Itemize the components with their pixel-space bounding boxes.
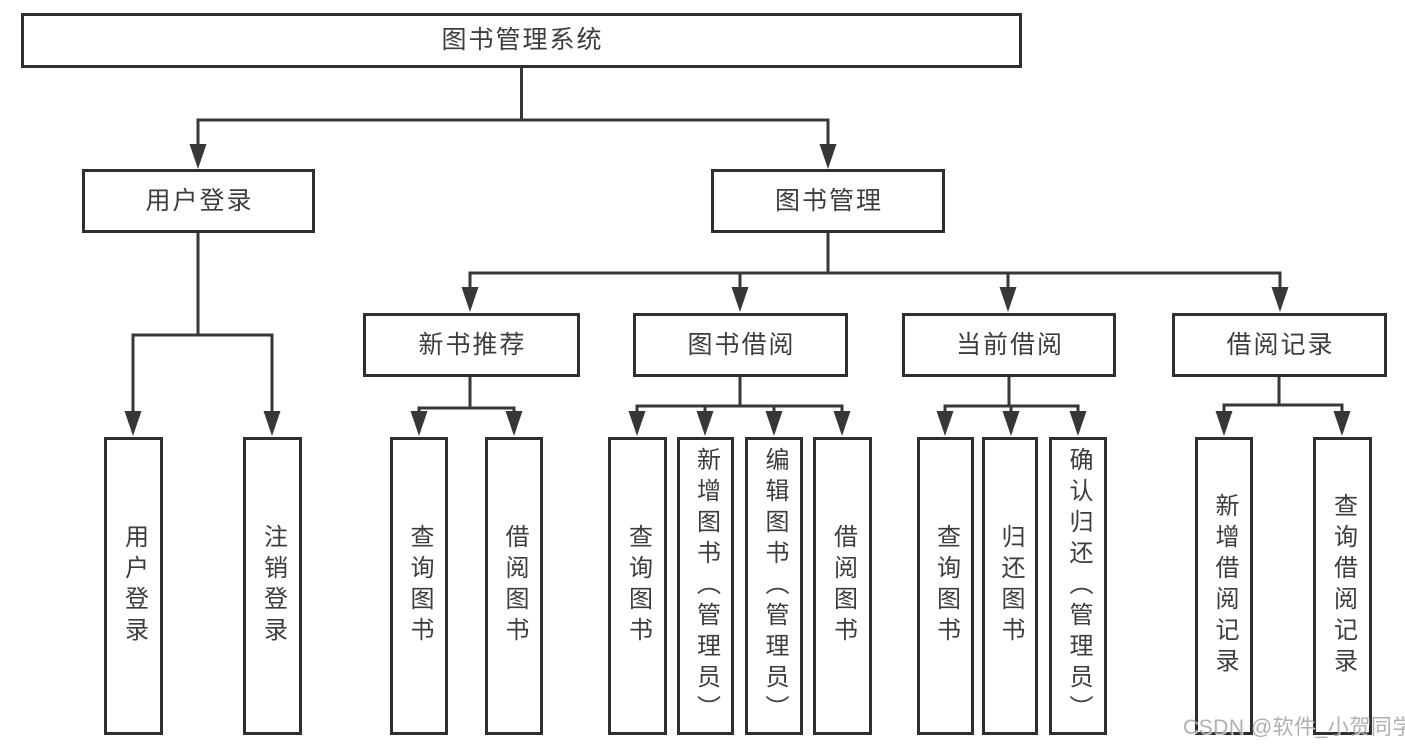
leaf-edit-book-admin: 编辑图书（管理员） [745,437,803,735]
leaf-user-login: 用户登录 [104,437,163,735]
leaf-query-books-recommend: 查询图书 [390,437,448,735]
node-new-book-recommend: 新书推荐 [363,313,580,377]
node-root: 图书管理系统 [21,13,1022,68]
leaf-add-borrow-record: 新增借阅记录 [1195,437,1253,735]
leaf-borrow-books-recommend: 借阅图书 [485,437,543,735]
leaf-query-books-borrowing: 查询图书 [608,437,667,735]
leaf-add-book-admin: 新增图书（管理员） [677,437,734,735]
node-book-borrowing: 图书借阅 [633,313,848,377]
leaf-return-books: 归还图书 [982,437,1038,735]
node-borrowing-records: 借阅记录 [1172,313,1387,377]
leaf-logout: 注销登录 [243,437,302,735]
node-book-management: 图书管理 [711,169,945,233]
node-current-borrowing: 当前借阅 [902,313,1116,377]
leaf-confirm-return-admin: 确认归还（管理员） [1049,437,1107,735]
node-user-login: 用户登录 [82,169,315,233]
leaf-query-books-current: 查询图书 [917,437,974,735]
watermark: CSDN @软件_小贺同学 [1183,716,1405,739]
leaf-borrow-books-borrowing: 借阅图书 [813,437,872,735]
leaf-query-borrow-record: 查询借阅记录 [1313,437,1372,735]
